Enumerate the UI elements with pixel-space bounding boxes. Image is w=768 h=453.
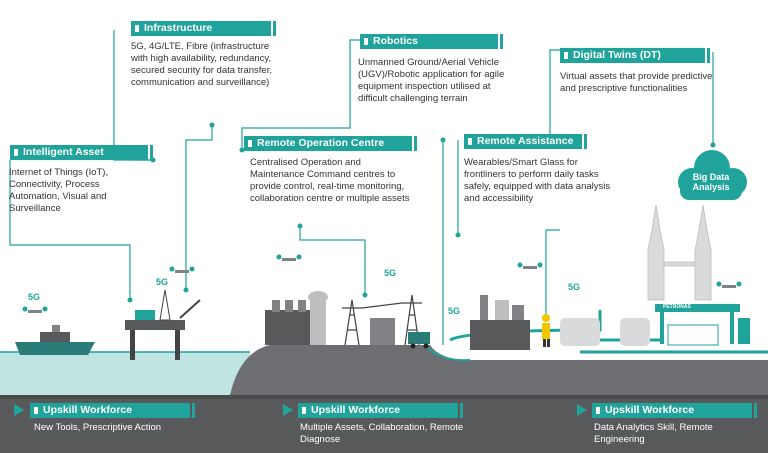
drones [22, 254, 742, 313]
robotics-text: Unmanned Ground/Aerial Vehicle (UGV)/Rob… [358, 57, 505, 104]
plant-facility [265, 291, 328, 345]
remote-operation-text: Centralised Operation and Maintenance Co… [250, 157, 410, 204]
digital-twins-text: Virtual assets that provide predictive a… [560, 71, 713, 94]
drone-icon [276, 254, 302, 261]
drone-icon [716, 281, 742, 288]
upskill-title-3: Upskill Workforce [592, 403, 757, 418]
5g-label: 5G [156, 277, 169, 287]
upskill-text-1: New Tools, Prescriptive Action [34, 422, 162, 433]
connector-lines [9, 30, 714, 345]
infrastructure-title: Infrastructure [131, 21, 276, 36]
drone-icon [517, 262, 543, 269]
cloud-icon [678, 150, 747, 200]
remote-assistance-title: Remote Assistance [464, 134, 587, 149]
big-data-label: Big Data Analysis [680, 172, 742, 192]
petrol-station [655, 304, 750, 346]
5g-label: 5G [568, 282, 581, 292]
twin-towers [647, 204, 712, 301]
intelligent-asset-title: Intelligent Asset [10, 145, 153, 160]
substation [370, 318, 395, 345]
connector-dots [127, 122, 716, 303]
upskill-text-2: Multiple Assets, Collaboration, Remote D… [300, 422, 464, 445]
upskill-title-2: Upskill Workforce [298, 403, 463, 418]
robotics-title: Robotics [360, 34, 503, 49]
digital-twins-title: Digital Twins (DT) [560, 48, 710, 63]
big-data-line2: Analysis [692, 182, 730, 192]
big-data-line1: Big Data [692, 172, 730, 182]
oil-rig [125, 289, 201, 360]
5g-label: 5G [448, 306, 461, 316]
petronas-sign: PETRONAS [663, 304, 691, 310]
upskill-title-1: Upskill Workforce [30, 403, 195, 418]
drone-icon [22, 306, 48, 313]
5g-label: 5G [384, 268, 397, 278]
remote-assistance-text: Wearables/Smart Glass for frontliners to… [464, 157, 611, 204]
field-worker [542, 314, 550, 347]
ground [230, 345, 768, 400]
ship [15, 325, 95, 355]
intelligent-asset-text: Internet of Things (IoT), Connectivity, … [9, 167, 109, 214]
upskill-text-3: Data Analytics Skill, Remote Engineering [594, 422, 713, 445]
remote-operation-title: Remote Operation Centre [244, 136, 417, 151]
refinery [470, 295, 530, 350]
drone-icon [169, 266, 195, 273]
5g-label: 5G [28, 292, 41, 302]
storage-tanks [560, 318, 650, 346]
upskill-chevrons [14, 404, 587, 416]
truck [408, 332, 430, 349]
sea [0, 352, 250, 395]
power-pylons [342, 294, 422, 346]
infrastructure-text: 5G, 4G/LTE, Fibre (infrastructure with h… [131, 41, 272, 88]
